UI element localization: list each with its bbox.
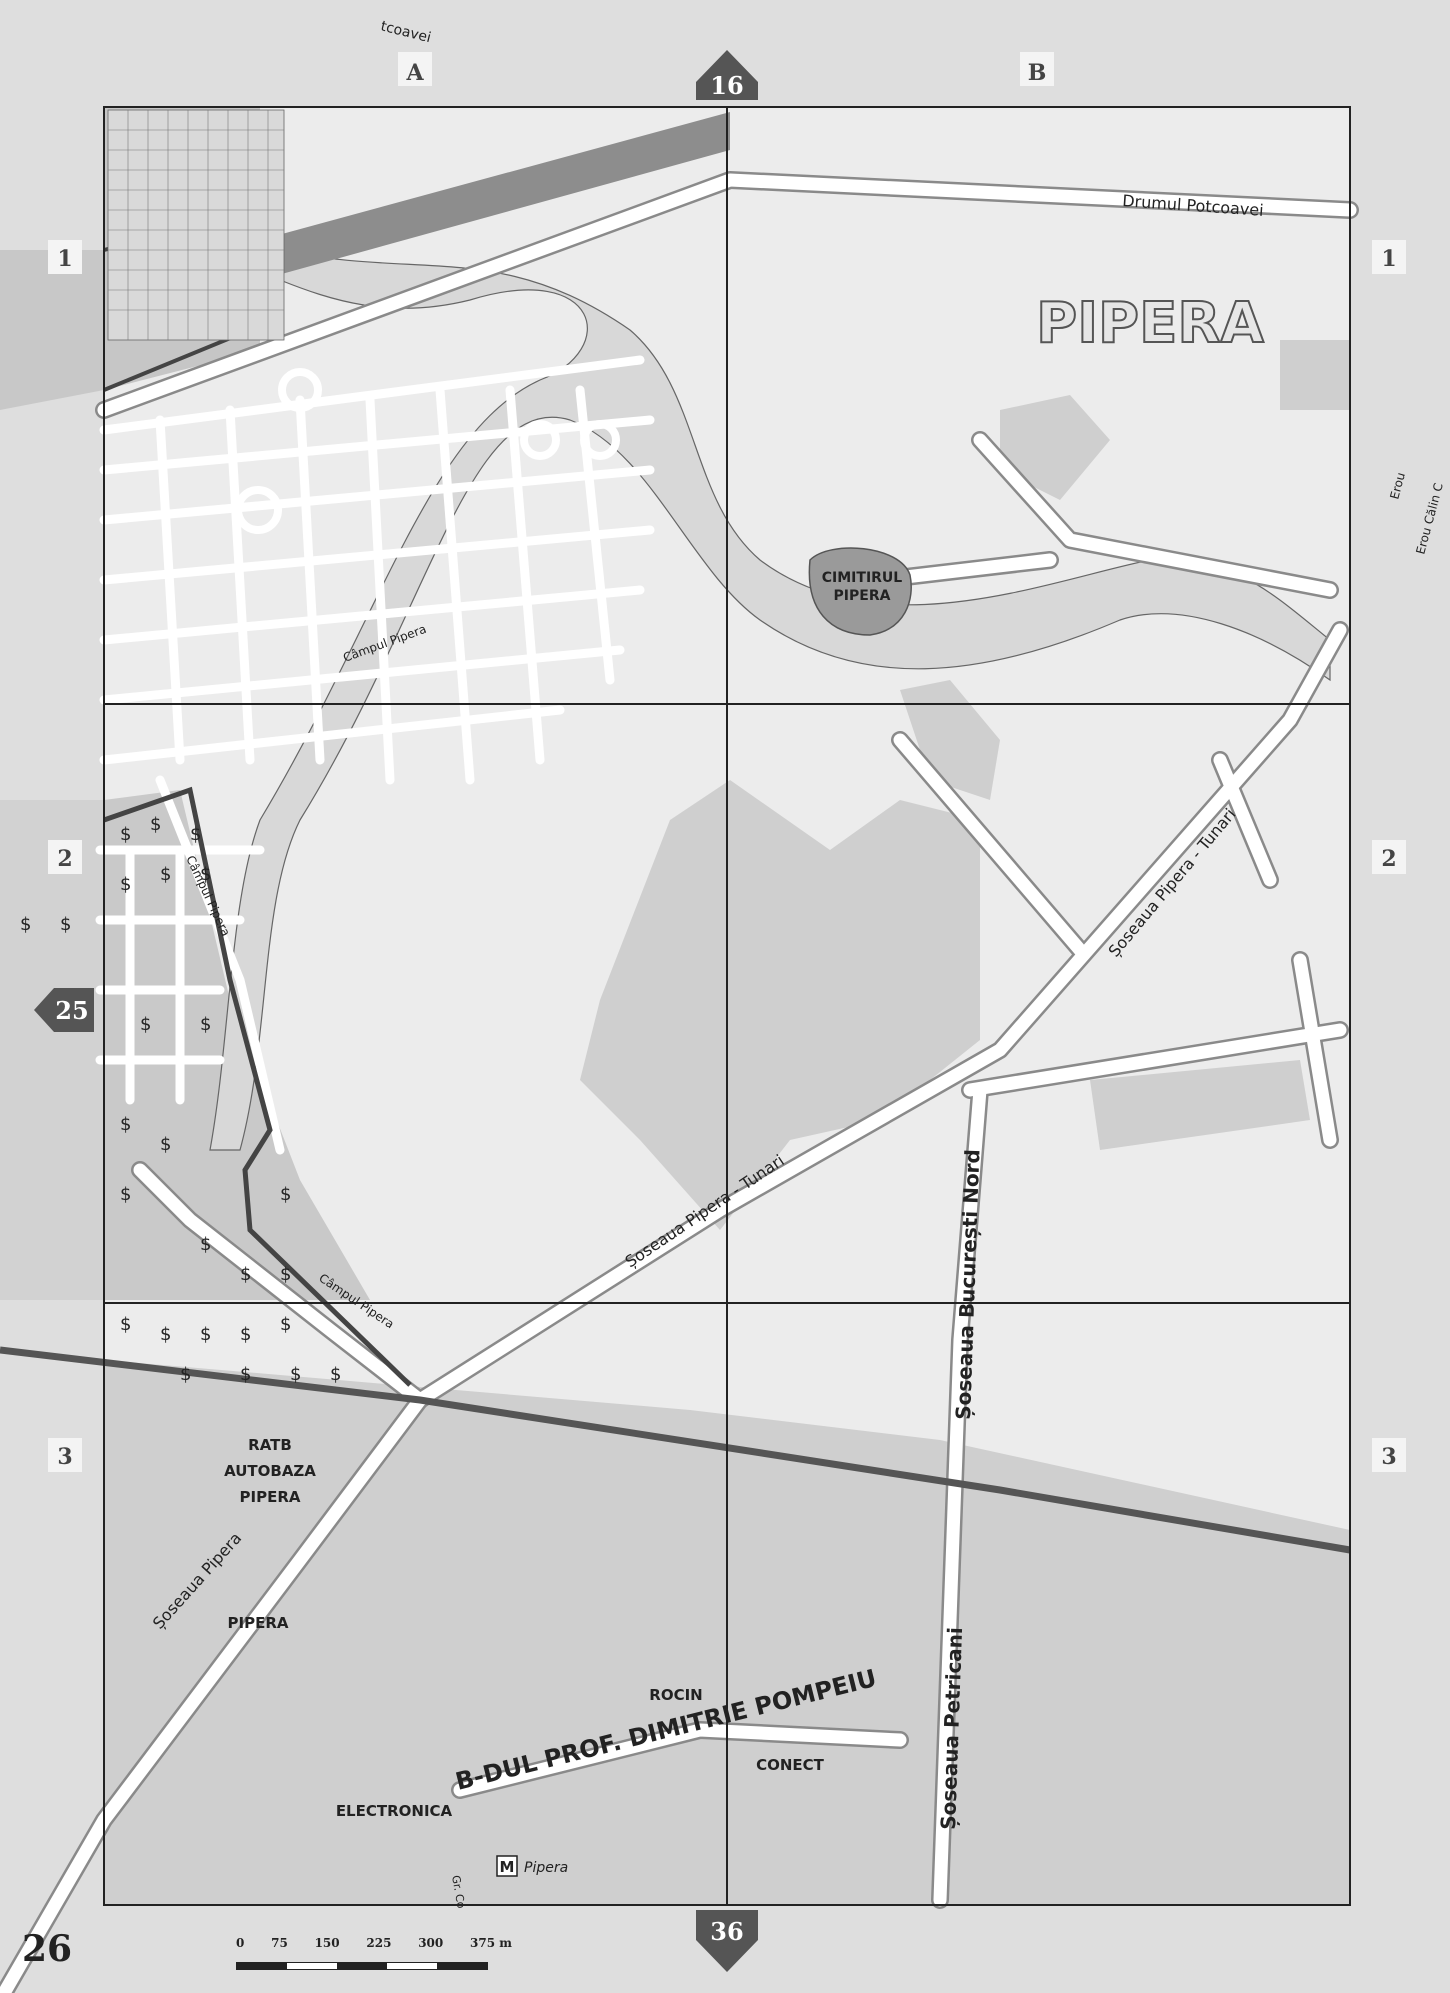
cemetery-label-line1: CIMITIRUL (822, 570, 903, 586)
scale-tick: 375 m (470, 1936, 512, 1950)
svg-text:$: $ (280, 1184, 291, 1205)
roads (0, 171, 1359, 1993)
area-title-pipera: PIPERA (1036, 291, 1264, 356)
svg-text:$: $ (160, 1324, 171, 1345)
svg-text:1: 1 (57, 246, 72, 272)
scale-tick: 150 (314, 1936, 340, 1950)
svg-text:$: $ (120, 1314, 131, 1335)
place-rocin: ROCIN (649, 1686, 702, 1704)
metro-station-pipera[interactable]: M Pipera (496, 1855, 568, 1877)
row-label-left-3: 3 (48, 1438, 82, 1472)
place-electronica: ELECTRONICA (336, 1802, 453, 1820)
mini-grid (107, 109, 285, 341)
svg-text:$: $ (140, 1014, 151, 1035)
scale-ticks: 0 75 150 225 300 375 m (236, 1936, 512, 1950)
svg-text:$: $ (160, 864, 171, 885)
svg-text:M: M (500, 1858, 515, 1876)
scale-bar-graphic (236, 1962, 488, 1970)
svg-text:$: $ (200, 1014, 211, 1035)
northern-strip (260, 112, 730, 280)
sector-boundary (103, 786, 412, 1387)
street-erou: Erou (1387, 471, 1408, 501)
row-label-right-2: 2 (1372, 840, 1406, 874)
svg-text:$: $ (200, 1324, 211, 1345)
cemetery (808, 547, 912, 636)
row-label-left-2: 2 (48, 840, 82, 874)
svg-text:A: A (405, 60, 424, 86)
column-label-b: B (1020, 52, 1054, 86)
orchard-symbols: $ $ $ $ $ $ $ $ $ $ $ $ $ $ $ $ $ $ $ $ $ $ $ $ $ $ (20, 814, 341, 1385)
svg-text:$: $ (330, 1364, 341, 1385)
svg-text:$: $ (240, 1264, 251, 1285)
svg-text:$: $ (120, 1114, 131, 1135)
svg-text:$: $ (120, 1184, 131, 1205)
scale-tick: 75 (271, 1936, 288, 1950)
svg-text:$: $ (200, 864, 211, 885)
svg-text:$: $ (20, 914, 31, 935)
place-ratb-line3: PIPERA (240, 1488, 301, 1506)
svg-text:$: $ (190, 824, 201, 845)
place-conect: CONECT (756, 1756, 825, 1774)
svg-text:3: 3 (1381, 1444, 1396, 1470)
railway-line (0, 1346, 1351, 1554)
place-pipera-district: PIPERA (228, 1614, 289, 1632)
svg-text:$: $ (240, 1364, 251, 1385)
svg-text:$: $ (120, 824, 131, 845)
svg-text:$: $ (150, 814, 161, 835)
svg-text:$: $ (280, 1264, 291, 1285)
scale-bar: 0 75 150 225 300 375 m (236, 1936, 512, 1976)
svg-text:16: 16 (710, 71, 743, 100)
svg-text:$: $ (160, 1134, 171, 1155)
svg-text:B: B (1028, 60, 1047, 86)
svg-text:$: $ (200, 1234, 211, 1255)
svg-text:Pipera: Pipera (524, 1860, 568, 1876)
svg-text:$: $ (280, 1314, 291, 1335)
cemetery-label-line2: PIPERA (834, 588, 891, 604)
scale-tick: 0 (236, 1936, 245, 1950)
svg-text:$: $ (120, 874, 131, 895)
svg-text:$: $ (290, 1364, 301, 1385)
svg-text:$: $ (240, 1324, 251, 1345)
svg-text:3: 3 (57, 1444, 72, 1470)
metro-icon (496, 1855, 518, 1877)
adjacent-page-bottom-arrow[interactable]: 36 (696, 1910, 758, 1972)
row-label-right-3: 3 (1372, 1438, 1406, 1472)
place-ratb-line2: AUTOBAZA (224, 1462, 316, 1480)
scale-tick: 225 (366, 1936, 392, 1950)
column-label-a: A (398, 52, 432, 86)
svg-text:2: 2 (1381, 846, 1396, 872)
mini-grid-lines (108, 110, 284, 340)
adjacent-page-top-arrow[interactable]: 16 (696, 50, 758, 100)
svg-text:25: 25 (55, 996, 88, 1025)
scale-tick: 300 (418, 1936, 444, 1950)
row-label-right-1: 1 (1372, 240, 1406, 274)
street-gr-co: Gr. Co (449, 1874, 468, 1909)
row-label-left-1: 1 (48, 240, 82, 274)
svg-text:1: 1 (1381, 246, 1396, 272)
map-grid (103, 106, 1351, 1906)
page-number: 26 (22, 1928, 73, 1970)
place-ratb-line1: RATB (248, 1436, 292, 1454)
svg-text:2: 2 (57, 846, 72, 872)
adjacent-page-left-arrow[interactable]: 25 (34, 988, 94, 1032)
svg-text:$: $ (60, 914, 71, 935)
svg-text:36: 36 (710, 1917, 743, 1946)
svg-text:$: $ (180, 1364, 191, 1385)
